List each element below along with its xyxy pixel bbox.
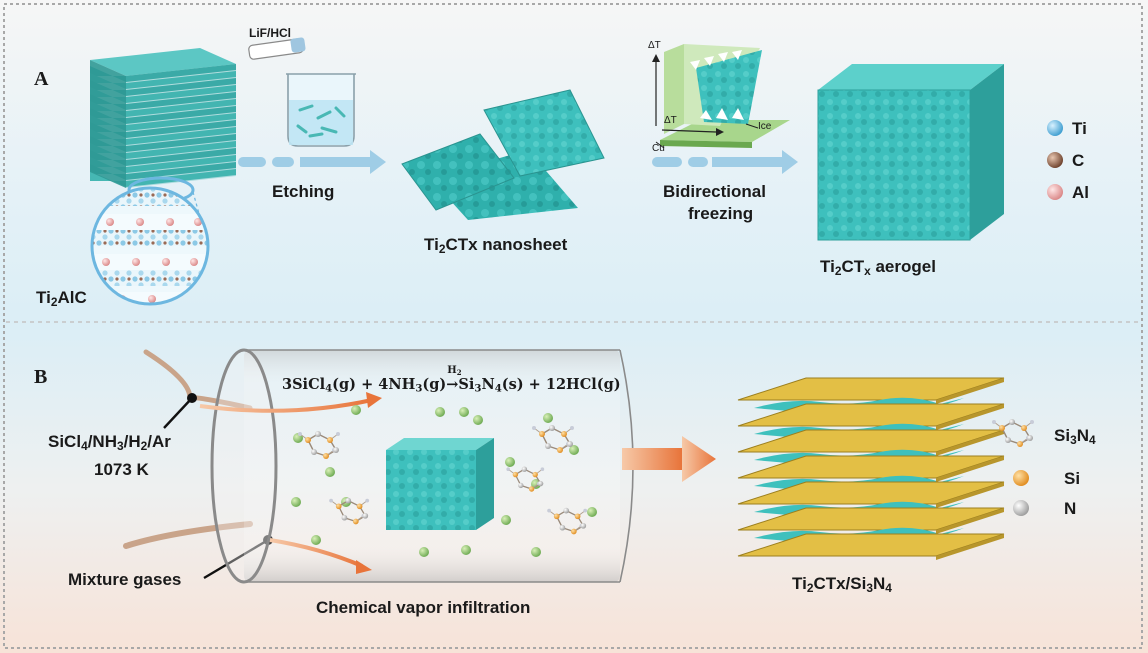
ti2ctx-aerogel-cube	[817, 64, 1004, 241]
gas-molecule	[501, 515, 511, 525]
nanosheet-label: Ti2CTx nanosheet	[424, 235, 568, 256]
gas-molecule	[419, 547, 429, 557]
process-label: Chemical vapor infiltration	[316, 598, 531, 617]
legend-si-label: Si	[1064, 469, 1081, 488]
ti2ctx-nanosheets	[401, 89, 605, 220]
precursor-label: Ti2AlC	[36, 288, 87, 309]
etching-label: Etching	[272, 182, 335, 201]
gas-molecule	[325, 467, 335, 477]
legend-si3n4-label: Si3N4	[1054, 426, 1096, 447]
gas-molecule	[587, 507, 597, 517]
si3n4-molecule	[298, 431, 340, 459]
gas-molecule	[531, 547, 541, 557]
freezing-label-line1: Bidirectional	[663, 182, 766, 201]
gas-molecule	[351, 405, 361, 415]
reaction-equation: 3SiCl4(g) + 4NH3(g)H2→Si3N4(s) + 12HCl(g…	[282, 365, 621, 395]
bidirectional-freezing-setup	[652, 44, 790, 149]
gas-molecules	[291, 405, 597, 557]
legend-al-label: Al	[1072, 183, 1089, 202]
panel-label-a: A	[34, 68, 49, 90]
product-label: Ti2CTx/Si3N4	[792, 574, 892, 595]
delta-t-horizontal: ΔT	[664, 115, 677, 126]
etchant-vial	[248, 37, 306, 60]
gas-molecule	[435, 407, 445, 417]
process-arrow	[622, 436, 716, 482]
legend-n-label: N	[1064, 499, 1077, 518]
etchant-label: LiF/HCl	[249, 26, 291, 40]
mixture-gases-label: Mixture gases	[68, 570, 182, 589]
ti2ctx-si3n4-composite	[737, 377, 1005, 560]
si3n4-molecule	[992, 419, 1034, 447]
freezing-label-line2: freezing	[688, 204, 754, 223]
beaker	[286, 73, 356, 147]
legend-c-label: C	[1072, 151, 1085, 170]
ti2alc-stack	[90, 48, 236, 188]
gas-molecule	[459, 407, 469, 417]
gas-molecule	[311, 535, 321, 545]
freezing-arrow	[652, 150, 798, 174]
si3n4-molecules	[298, 425, 588, 535]
si3n4-molecule	[547, 507, 588, 535]
panel-label-b: B	[34, 366, 48, 388]
aerogel-cube-in-reactor	[386, 438, 494, 530]
gas-inlet-lower	[123, 521, 253, 549]
delta-t-vertical: ΔT	[648, 40, 661, 51]
si3n4-molecule	[329, 497, 370, 525]
gas-molecule	[569, 445, 579, 455]
gas-molecule	[461, 545, 471, 555]
etching-arrow	[238, 150, 386, 174]
gas-molecule	[291, 497, 301, 507]
si3n4-molecule	[532, 425, 574, 453]
legend-ti-label: Ti	[1072, 119, 1087, 138]
temperature-label: 1073 K	[94, 460, 149, 479]
cu-label: Cu	[652, 143, 665, 154]
catalyst-label: H2	[447, 365, 462, 377]
gas-molecule	[531, 479, 541, 489]
gas-molecule	[543, 413, 553, 423]
legend-a-spheres	[1047, 120, 1063, 200]
aerogel-label: Ti2CTx aerogel	[820, 257, 936, 278]
gas-molecule	[505, 457, 515, 467]
gas-mixture-label: SiCl4/NH3/H2/Ar	[48, 432, 171, 453]
gas-molecule	[473, 415, 483, 425]
legend-b-icons	[992, 419, 1034, 516]
si3n4-molecule	[506, 466, 545, 492]
ice-label: Ice	[758, 121, 772, 132]
